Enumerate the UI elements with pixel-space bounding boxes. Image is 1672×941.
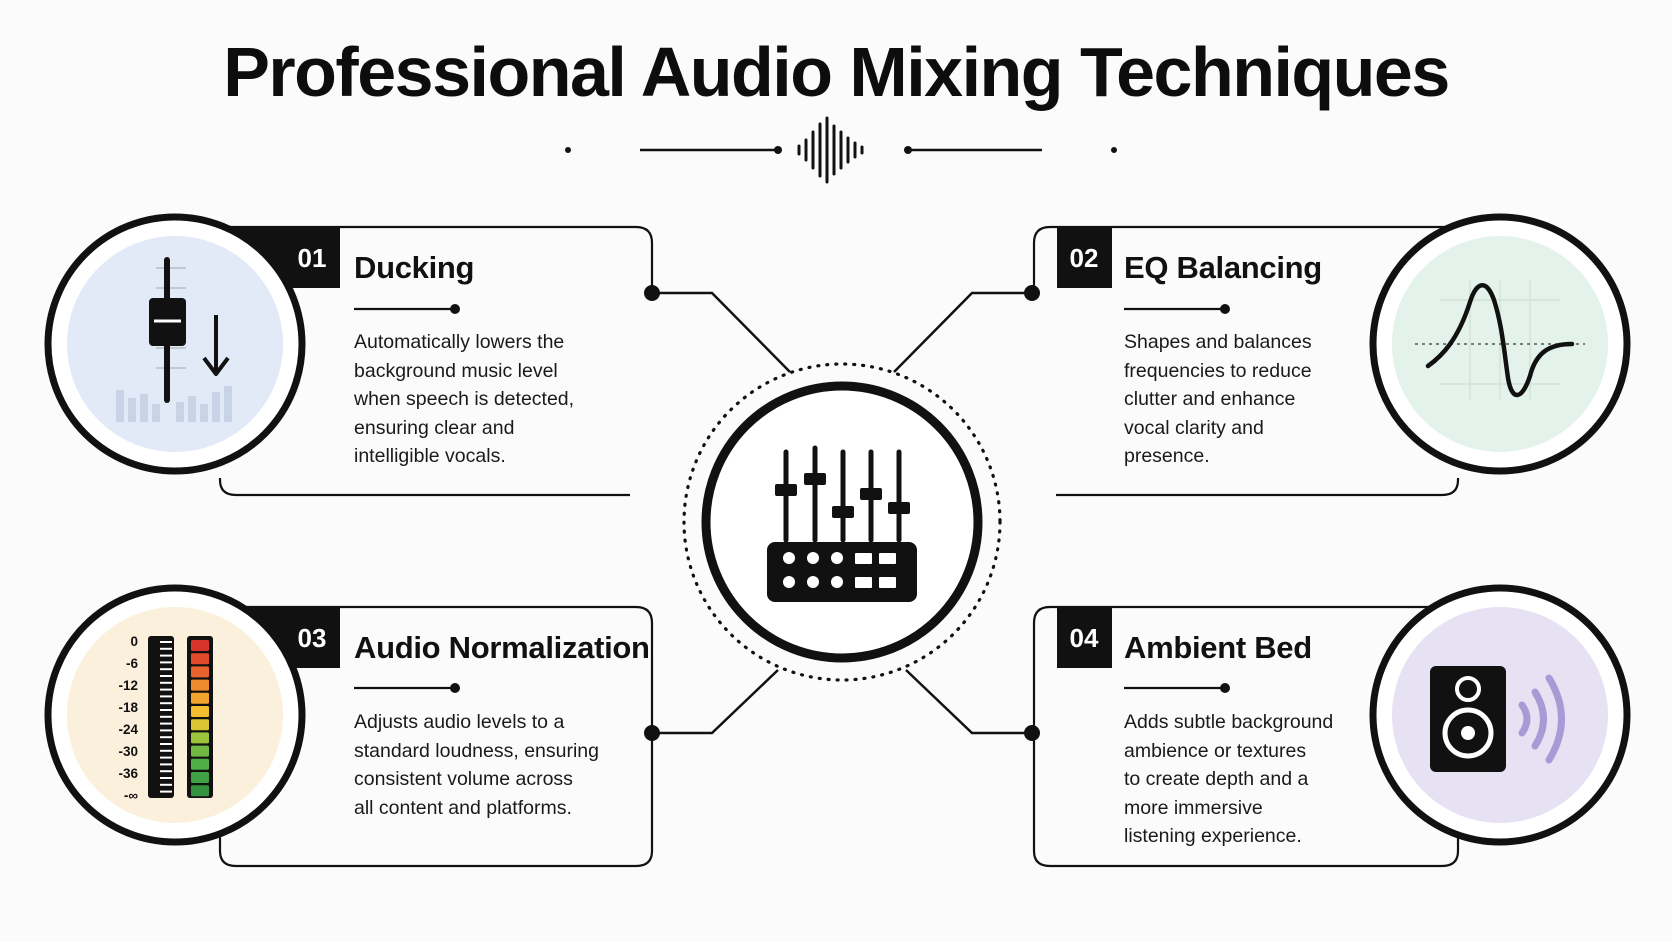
level-meter-icon	[148, 636, 213, 798]
meter-label: -12	[118, 678, 138, 693]
description-line: Shapes and balances	[1124, 331, 1312, 353]
mixing-console-icon	[767, 445, 917, 602]
card-title: Audio Normalization	[354, 630, 650, 665]
description-line: clutter and enhance	[1124, 388, 1296, 410]
header-divider	[565, 146, 1117, 154]
description-line: standard loudness, ensuring	[354, 739, 599, 762]
card-ducking-frame	[44, 213, 654, 497]
card-title: Ducking	[354, 250, 475, 285]
meter-segment	[191, 666, 209, 678]
meter-label: -6	[125, 656, 138, 671]
card-description: Automatically lowers the background musi…	[354, 328, 574, 471]
meter-segment	[191, 706, 209, 717]
meter-label: -∞	[123, 788, 138, 803]
description-line: Automatically lowers the	[354, 331, 565, 353]
card-number: 04	[1069, 623, 1099, 653]
meter-label: -24	[118, 722, 138, 737]
description-line: to create depth and a	[1124, 768, 1309, 790]
description-line: presence.	[1124, 445, 1210, 467]
meter-label: -30	[118, 744, 138, 759]
card-title: Ambient Bed	[1124, 630, 1312, 665]
description-line: consistent volume across	[354, 768, 573, 790]
meter-segment	[191, 640, 209, 651]
description-line: background music level	[354, 359, 558, 382]
center-hub	[682, 362, 1002, 682]
description-line: Adds subtle background	[1124, 711, 1334, 733]
meter-label: -36	[118, 766, 138, 781]
description-line: intelligible vocals.	[354, 445, 506, 467]
meter-label: -18	[118, 700, 138, 715]
description-line: ensuring clear and	[354, 416, 515, 439]
card-eq-frame	[1032, 213, 1631, 497]
description-line: frequencies to reduce	[1124, 359, 1312, 382]
description-line: all content and platforms.	[354, 796, 572, 819]
waveform-icon	[797, 116, 864, 184]
meter-segment	[191, 732, 209, 744]
connector-lines	[652, 291, 1032, 735]
card-number: 02	[1069, 243, 1099, 273]
card-number: 01	[297, 243, 327, 273]
eq-curve-icon	[1415, 280, 1585, 400]
description-line: listening experience.	[1124, 825, 1302, 847]
meter-label: 0	[130, 634, 138, 649]
meter-segment	[191, 745, 209, 757]
page-title: Professional Audio Mixing Techniques	[223, 33, 1450, 111]
fader-down-icon	[116, 257, 232, 422]
speaker-icon	[1430, 666, 1565, 772]
meter-segment	[191, 653, 209, 665]
meter-segment	[191, 679, 209, 691]
meter-segment	[191, 719, 209, 731]
card-ambient-frame	[1032, 584, 1631, 868]
card-description: Adjusts audio levels to a standard loudn…	[354, 708, 599, 822]
card-description: Shapes and balances frequencies to reduc…	[1124, 328, 1312, 471]
meter-segment	[191, 758, 209, 770]
meter-segment	[191, 772, 209, 783]
description-line: Adjusts audio levels to a	[354, 711, 565, 733]
description-line: ambience or textures	[1124, 739, 1307, 762]
card-number: 03	[297, 623, 327, 653]
description-line: more immersive	[1124, 796, 1263, 819]
meter-segment	[191, 692, 209, 704]
meter-segment	[191, 785, 209, 797]
card-normalization-frame	[44, 584, 654, 868]
card-description: Adds subtle background ambience or textu…	[1124, 708, 1333, 851]
description-line: vocal clarity and	[1124, 416, 1264, 439]
card-title: EQ Balancing	[1124, 250, 1322, 285]
description-line: when speech is detected,	[354, 388, 575, 410]
